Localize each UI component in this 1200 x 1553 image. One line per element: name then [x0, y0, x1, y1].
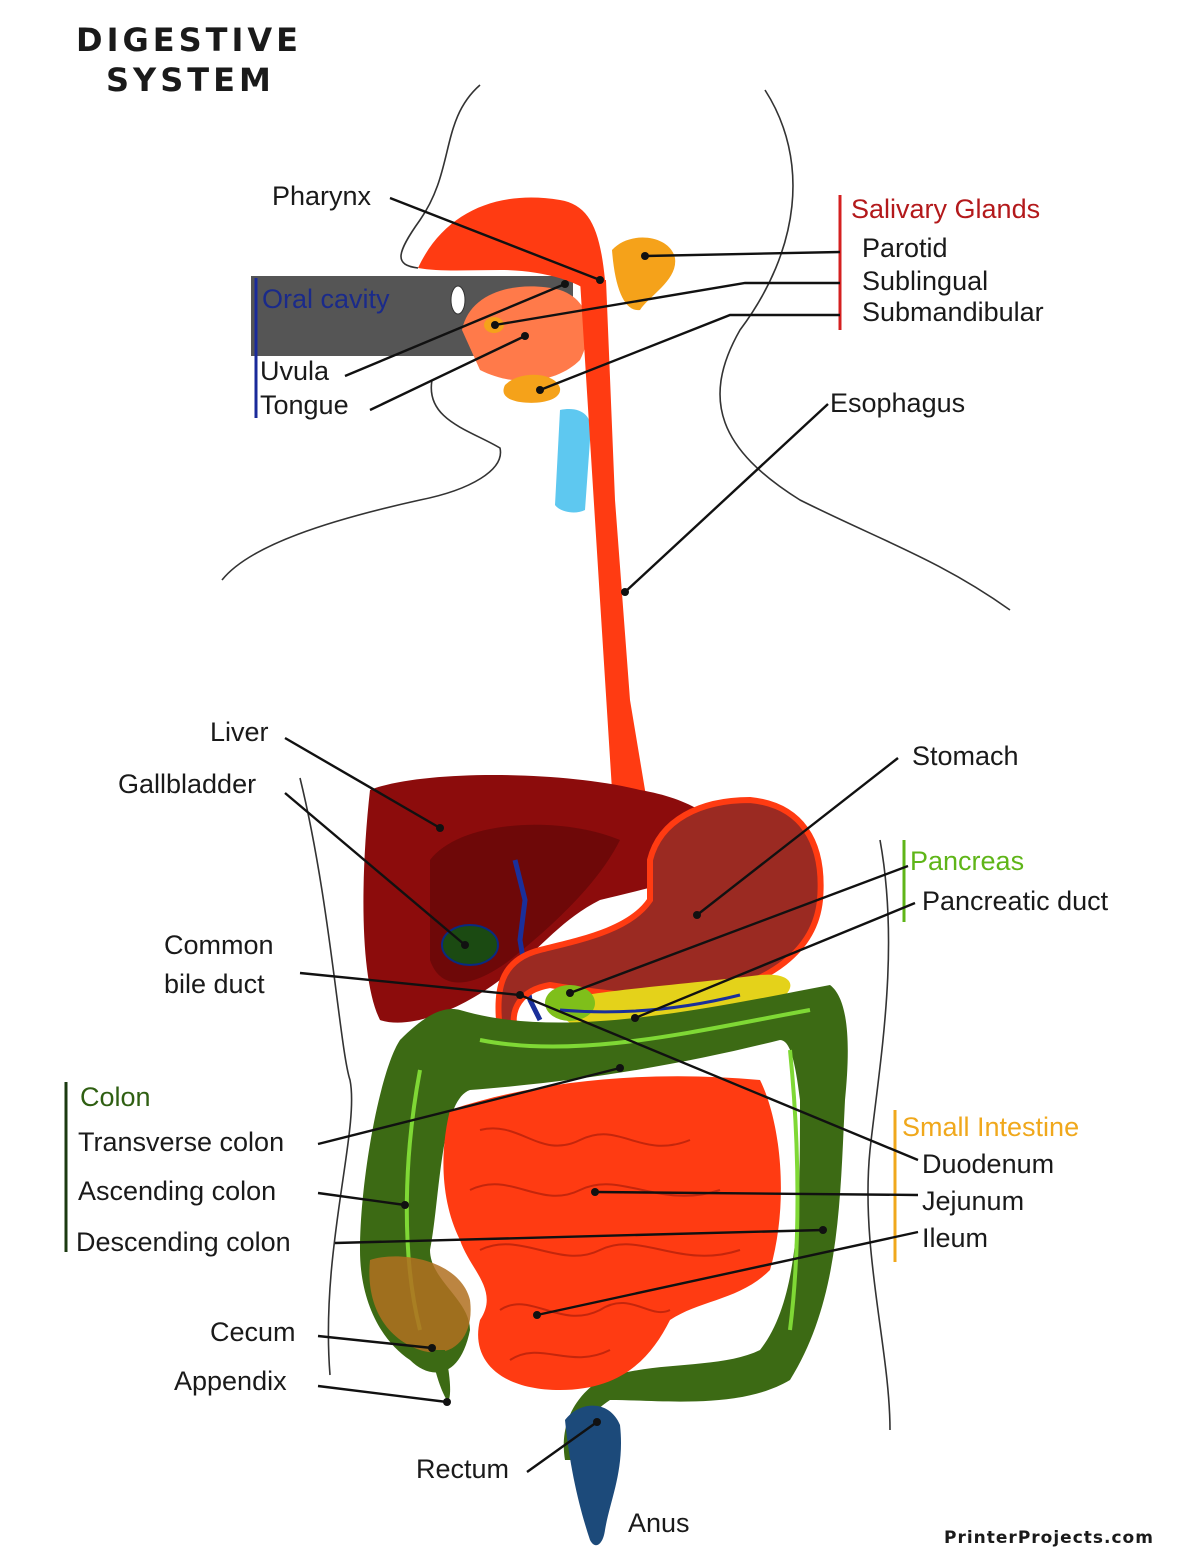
label-anus: Anus	[628, 1508, 690, 1538]
label-descending-colon: Descending colon	[76, 1227, 291, 1257]
label-gallbladder: Gallbladder	[118, 769, 256, 799]
label-jejunum: Jejunum	[922, 1186, 1024, 1216]
label-submandibular: Submandibular	[862, 297, 1044, 327]
pancreas-heading: Pancreas	[910, 846, 1024, 876]
small-intestine-heading: Small Intestine	[902, 1112, 1079, 1142]
body-outline	[221, 84, 1011, 1431]
label-common-bile-duct-line1: Common	[164, 930, 274, 960]
label-pancreatic-duct: Pancreatic duct	[922, 886, 1109, 916]
rectum-shape	[565, 1405, 622, 1546]
trachea	[555, 409, 592, 513]
label-esophagus: Esophagus	[830, 388, 965, 418]
label-tongue: Tongue	[260, 390, 349, 420]
label-uvula: Uvula	[260, 356, 330, 386]
label-ileum: Ileum	[922, 1223, 988, 1253]
label-cecum: Cecum	[210, 1317, 296, 1347]
label-sublingual: Sublingual	[862, 266, 988, 296]
submandibular-gland	[503, 374, 561, 403]
label-parotid: Parotid	[862, 233, 948, 263]
pancreatic-duct-shape	[559, 993, 741, 1014]
label-appendix: Appendix	[174, 1366, 287, 1396]
title-line-1: DIGESTIVE	[76, 21, 302, 59]
salivary-glands-heading: Salivary Glands	[851, 194, 1040, 224]
label-liver: Liver	[210, 717, 269, 747]
credit-text: PrinterProjects.com	[944, 1528, 1154, 1548]
label-common-bile-duct-line2: bile duct	[164, 969, 265, 999]
label-pharynx: Pharynx	[272, 181, 372, 211]
label-stomach: Stomach	[912, 741, 1019, 771]
appendix-shape	[430, 1350, 451, 1402]
small-intestine-shape	[443, 1076, 781, 1390]
label-ascending-colon: Ascending colon	[78, 1176, 276, 1206]
title-line-2: SYSTEM	[106, 61, 275, 99]
leader-lines	[284, 196, 919, 1473]
uvula-shape	[450, 285, 466, 315]
colon-heading: Colon	[80, 1082, 151, 1112]
diagram-title: DIGESTIVE SYSTEM	[76, 20, 302, 100]
label-rectum: Rectum	[416, 1454, 509, 1484]
gallbladder-shape	[441, 924, 499, 966]
label-transverse-colon: Transverse colon	[78, 1127, 284, 1157]
oral-cavity-heading: Oral cavity	[262, 284, 390, 314]
intestine-folds	[469, 1127, 741, 1361]
cecum-shape	[369, 1256, 471, 1353]
pharynx-shape	[418, 197, 605, 300]
esophagus-shape	[580, 280, 662, 880]
colon-shape	[360, 985, 848, 1460]
label-duodenum: Duodenum	[922, 1149, 1054, 1179]
bile-duct-shape	[512, 859, 543, 1022]
